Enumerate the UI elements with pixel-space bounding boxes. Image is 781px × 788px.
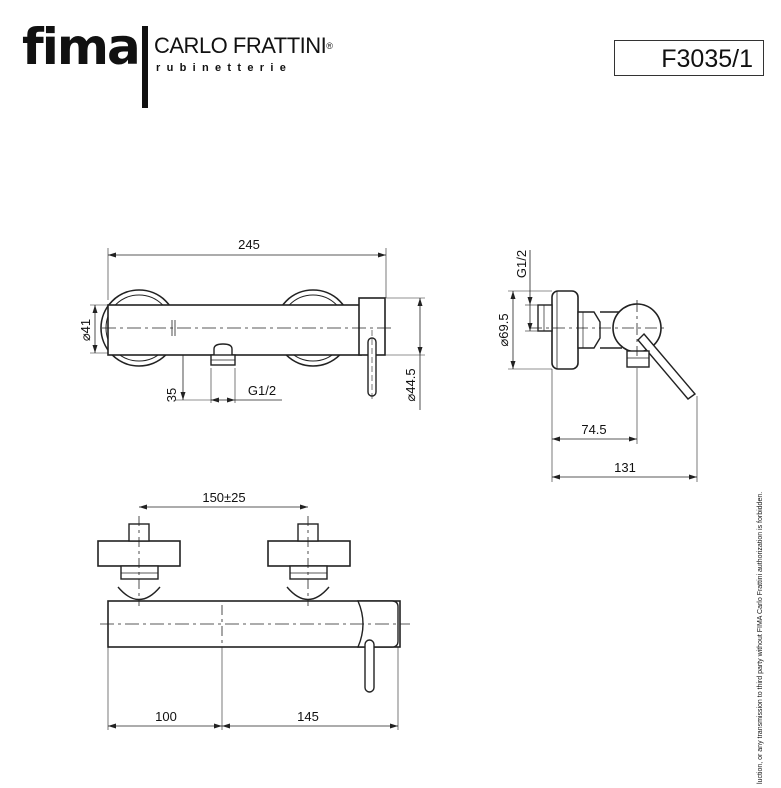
fima-logo: fima (22, 18, 141, 76)
dim-bottom-left: 100 (155, 709, 177, 724)
dim-side-body-depth: 74.5 (581, 422, 606, 437)
brand-subtitle: rubinetterie (156, 62, 293, 74)
dim-side-total-depth: 131 (614, 460, 636, 475)
dim-front-outlet-thread: G1/2 (248, 383, 276, 398)
dim-side-inlet-thread: G1/2 (514, 250, 529, 278)
side-view (508, 250, 698, 482)
dim-front-body-dia: ⌀44.5 (403, 368, 418, 401)
product-code-box: F3035/1 (614, 40, 764, 76)
dim-front-flange-dia: ⌀41 (78, 319, 93, 341)
dim-valve-centres: 150±25 (202, 490, 245, 505)
dim-front-width: 245 (238, 237, 260, 252)
top-view (97, 504, 410, 730)
title-block: fima CARLO FRATTINI® rubinetterie F3035/… (0, 0, 781, 120)
dim-side-flange-dia: ⌀69.5 (496, 313, 511, 346)
product-code: F3035/1 (661, 45, 753, 73)
dim-front-outlet-height: 35 (164, 388, 179, 402)
copyright-note: luction, or any transmission to third pa… (757, 491, 764, 784)
logo-divider (142, 26, 148, 108)
dim-bottom-right: 145 (297, 709, 319, 724)
brand-name: CARLO FRATTINI® (154, 33, 333, 58)
front-view (90, 248, 425, 410)
